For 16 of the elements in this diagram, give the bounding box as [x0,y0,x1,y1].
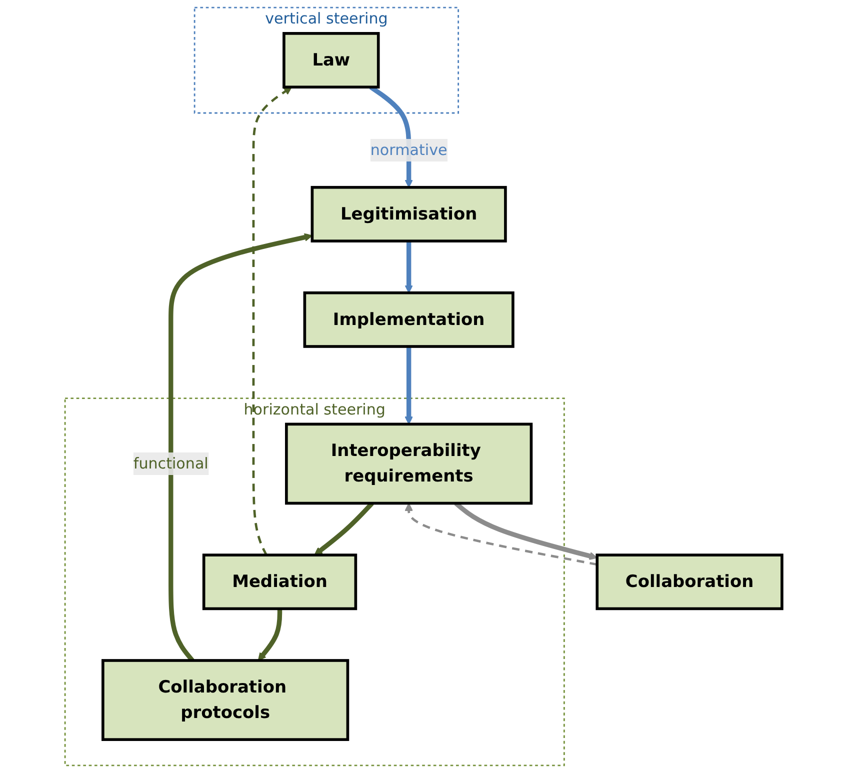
node-box [282,32,380,88]
node-box [303,291,514,348]
arrow [404,346,413,425]
node-box [310,186,507,242]
cluster [194,6,460,114]
node-box [596,554,784,610]
node-box [102,659,350,741]
edge-label: functional [133,454,208,472]
arrow [404,502,598,566]
arrow [404,241,413,294]
edge-label: normative [370,140,448,159]
node-box [202,554,358,610]
arrow [252,86,292,556]
arrow [258,608,282,661]
node-box [285,422,533,505]
cluster [64,398,565,766]
